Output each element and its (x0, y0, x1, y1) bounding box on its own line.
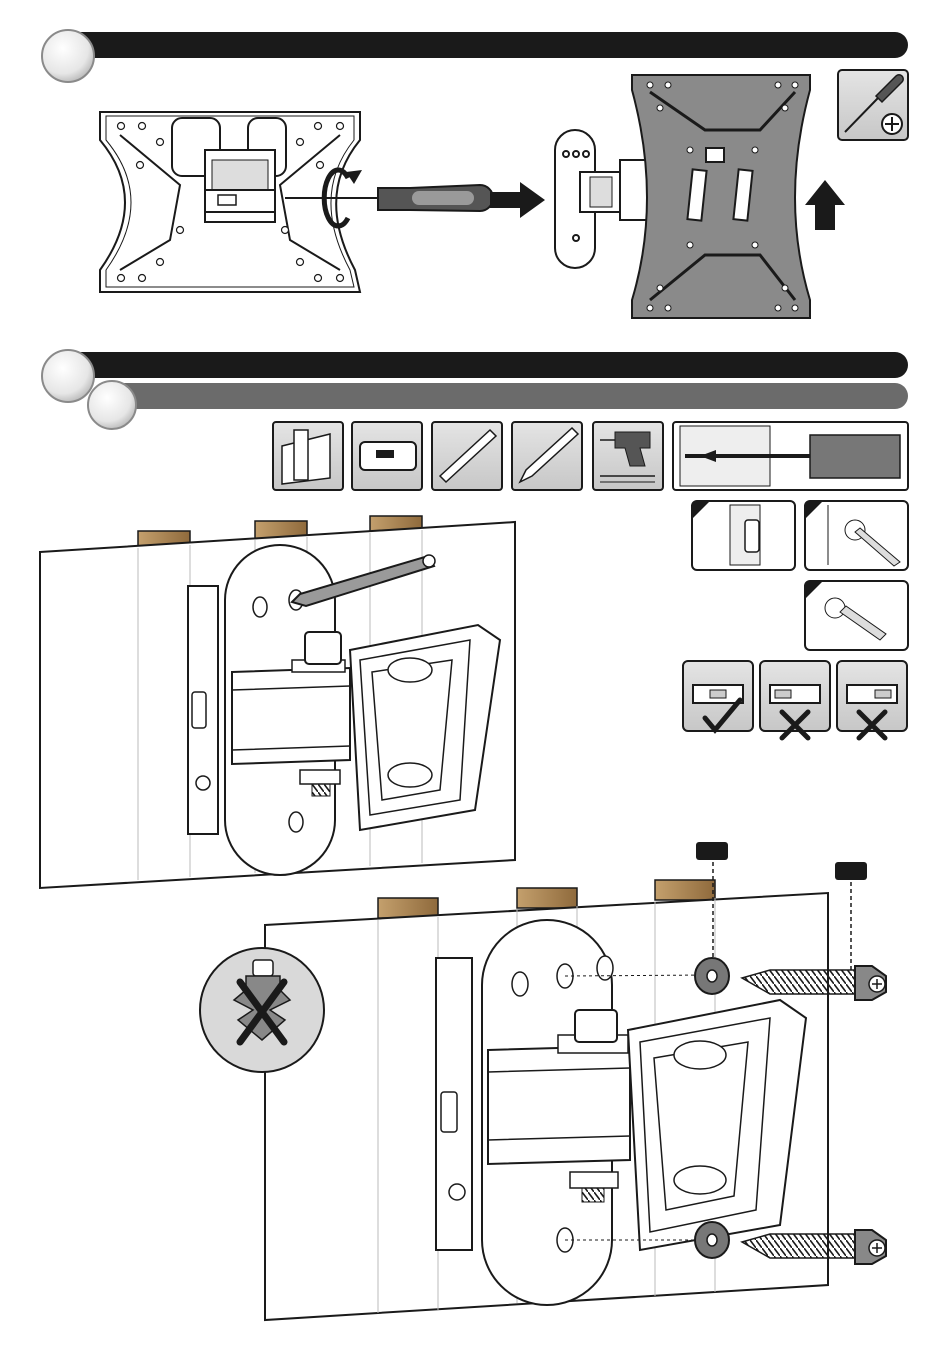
no-wall-plug-icon (200, 948, 324, 1072)
screw-label-badge (835, 862, 867, 880)
drill-pilot-icon (805, 581, 908, 650)
stud-finder-icon (352, 422, 422, 490)
level-correct-icon (683, 661, 753, 731)
arm-and-plate (555, 75, 810, 318)
tools-row (273, 422, 908, 490)
step1-number-circle (42, 30, 94, 82)
drill-bit-icon (673, 422, 908, 490)
level-wrong-icon (760, 661, 830, 738)
phillips-screwdriver-icon (838, 70, 908, 140)
pencil-icon (512, 422, 582, 490)
washer-label-badge (696, 842, 728, 860)
step2-number-circle (42, 350, 94, 402)
mark-hole-icon (805, 501, 908, 570)
spirit-level-icon (432, 422, 502, 490)
wall-marking-illustration (40, 516, 515, 888)
washer-icon (695, 1222, 729, 1258)
tv-plate-front (100, 112, 360, 292)
level-wrong-icon (837, 661, 907, 738)
drill-icon (593, 422, 663, 490)
arrow-right-icon (490, 182, 545, 218)
wood-stud-icon (273, 422, 343, 490)
washer-icon (695, 958, 729, 994)
locate-stud-icon (692, 501, 795, 570)
step2-substep-circle (88, 381, 136, 429)
arrow-up-icon (805, 180, 845, 230)
